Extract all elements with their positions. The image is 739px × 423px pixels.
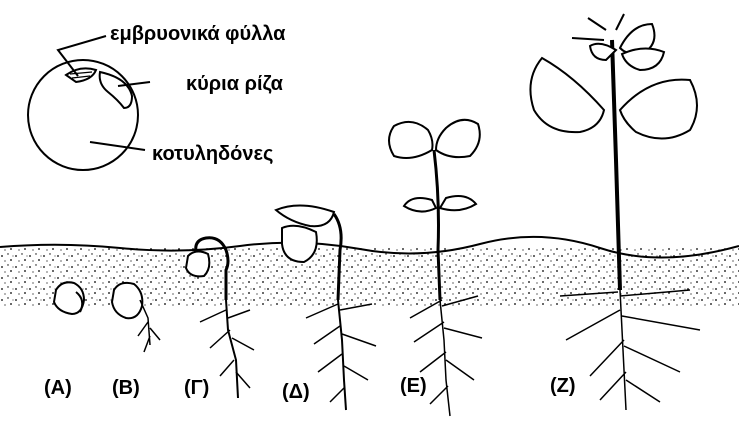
seed-detail [28, 36, 150, 170]
stage-label-d: (Δ) [282, 382, 310, 402]
stage-label-z: (Ζ) [550, 376, 576, 396]
stage-label-b: (Β) [112, 378, 140, 398]
stage-label-c: (Γ) [184, 378, 209, 398]
stage-label-a: (Α) [44, 378, 72, 398]
stage-z-plant [530, 14, 700, 410]
stage-label-e: (Ε) [400, 376, 427, 396]
stage-d-seedling [276, 205, 376, 410]
label-main-root: κύρια ρίζα [186, 74, 283, 94]
stage-a-seed [54, 282, 84, 314]
label-cotyledons: κοτυληδόνες [152, 144, 273, 164]
label-embryonic-leaves: εμβρυονικά φύλλα [110, 24, 285, 44]
